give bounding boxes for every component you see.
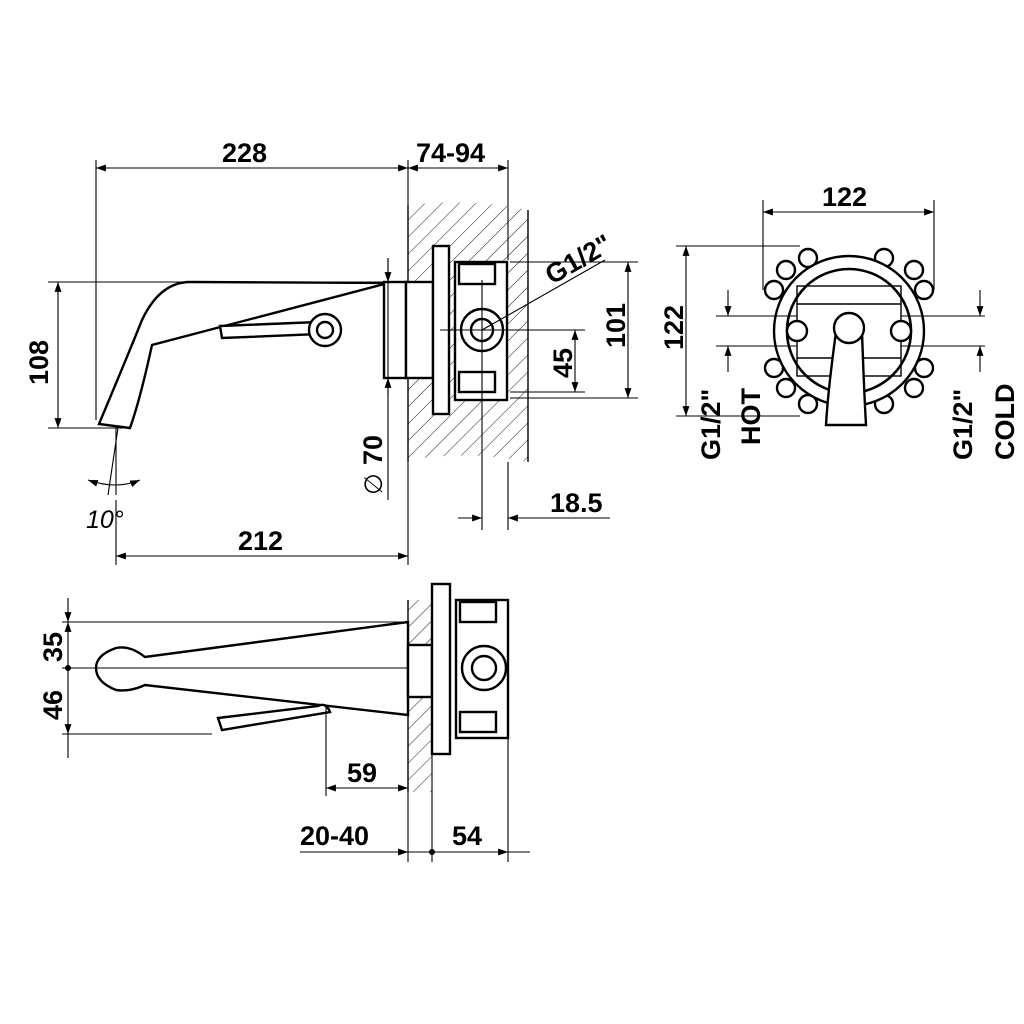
dim-228: 228 [222,138,267,168]
dim-54: 54 [452,821,482,851]
dim-108: 108 [24,340,54,385]
lever-top [216,703,332,732]
dim-18-5: 18.5 [550,488,603,518]
dim-70: 70 [358,435,388,465]
dim-10-degrees: 10° [86,506,124,534]
front-lever-knob [832,311,866,345]
dim-45: 45 [548,348,578,378]
dim-122-height: 122 [659,305,689,350]
cold-port [889,319,913,343]
dim-20-40: 20-40 [300,821,369,851]
mounting-lugs [763,247,935,415]
side-view: 228 74-94 108 G1/2" 101 45 ∅ 70 10° [24,138,638,565]
dim-212: 212 [238,526,283,556]
dim-35: 35 [38,632,68,662]
dim-74-94: 74-94 [416,138,485,168]
spout-mount [382,280,408,380]
cold-thread-label: G1/2" [948,389,978,460]
lever [218,320,322,340]
dim-59: 59 [347,758,377,788]
dim-101: 101 [601,303,631,348]
dim-122-width: 122 [822,182,867,212]
dim-diameter-symbol: ∅ [360,473,388,495]
spout-body [97,280,389,430]
hot-label: HOT [736,388,766,446]
cold-label: COLD [990,384,1020,461]
top-view: 35 46 59 20-40 54 [38,582,530,862]
valve-flange-top [430,582,452,756]
dim-46: 46 [38,690,68,720]
hot-thread-label: G1/2" [696,389,726,460]
front-view: 122 122 G1/2" HOT G1/2" COLD [659,182,1020,460]
thread-label-top: G1/2" [540,229,617,291]
front-lever [824,330,868,427]
hot-port [785,319,809,343]
wall-plate [404,280,435,380]
